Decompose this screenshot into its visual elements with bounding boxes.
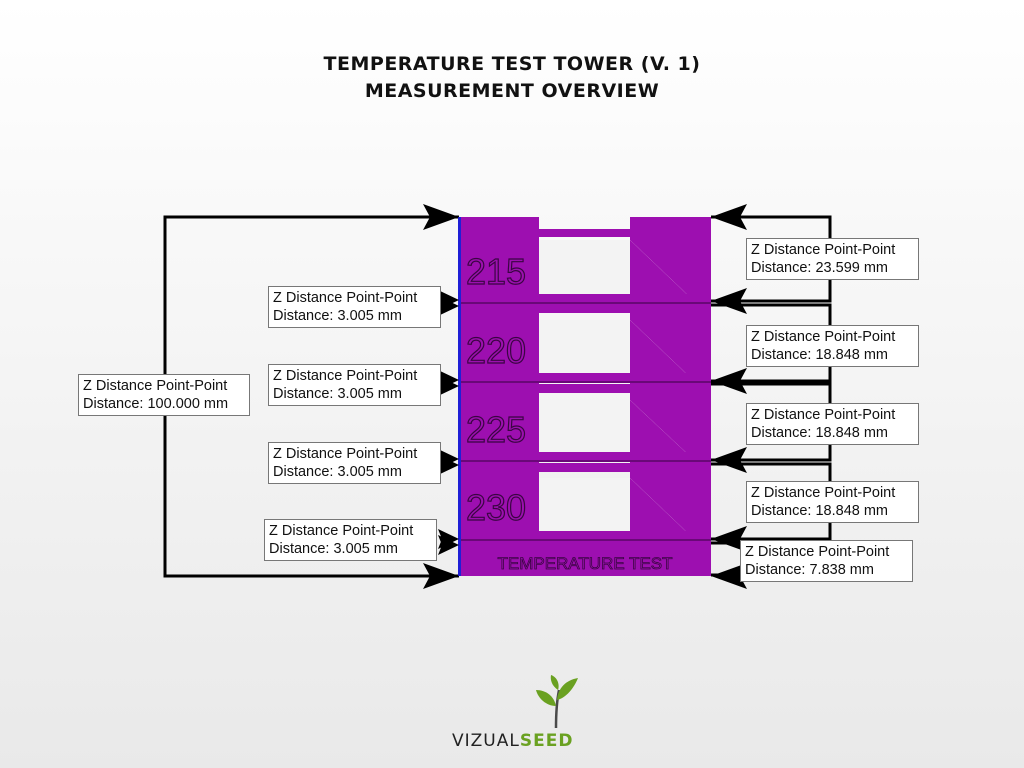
section-label-2: 220 [466, 330, 526, 371]
right-distance-label-5: Z Distance Point-Point Distance: 7.838 m… [740, 540, 913, 582]
slope-2 [630, 320, 694, 381]
tower-base [459, 545, 711, 576]
label-value: Distance: 18.848 mm [751, 347, 889, 363]
total-distance-label: Z Distance Point-Point Distance: 100.000… [78, 374, 250, 416]
left-distance-label-4: Z Distance Point-Point Distance: 3.005 m… [264, 519, 437, 561]
arrow-total-bottom [423, 563, 459, 589]
arrow-right-2-bottom [711, 368, 747, 394]
arrow-right-3-bottom [711, 447, 747, 473]
label-title: Z Distance Point-Point [273, 368, 418, 384]
shelf-1 [539, 304, 711, 313]
label-value: Distance: 3.005 mm [269, 541, 398, 557]
label-title: Z Distance Point-Point [273, 446, 418, 462]
right-distance-label-2: Z Distance Point-Point Distance: 18.848 … [746, 325, 919, 367]
section-label-4: 230 [466, 487, 526, 528]
bridge-top [539, 229, 634, 237]
arrow-right-5-bottom [711, 563, 747, 589]
arrow-left-1b [438, 296, 459, 316]
label-value: Distance: 18.848 mm [751, 425, 889, 441]
brand-logo: VIZUALSEED [452, 731, 573, 751]
slope-4 [630, 478, 694, 539]
label-value: Distance: 3.005 mm [273, 308, 402, 324]
label-title: Z Distance Point-Point [751, 485, 896, 501]
right-distance-label-4: Z Distance Point-Point Distance: 18.848 … [746, 481, 919, 523]
section-label-1: 215 [466, 251, 526, 292]
right-distance-label-1: Z Distance Point-Point Distance: 23.599 … [746, 238, 919, 280]
label-value: Distance: 3.005 mm [273, 386, 402, 402]
ledge-1 [539, 294, 711, 304]
slope-3 [630, 400, 694, 460]
label-value: Distance: 23.599 mm [751, 260, 889, 276]
arrow-left-4b [438, 535, 459, 555]
ledge-3 [539, 452, 711, 462]
label-title: Z Distance Point-Point [751, 407, 896, 423]
brand-word-2: SEED [519, 731, 574, 751]
label-value: Distance: 3.005 mm [273, 464, 402, 480]
overhang-top [630, 217, 711, 301]
brand-word-1: VIZUAL [452, 731, 520, 751]
slope-1 [630, 240, 694, 301]
right-distance-label-3: Z Distance Point-Point Distance: 18.848 … [746, 403, 919, 445]
arrow-right-1-top [711, 204, 747, 230]
label-title: Z Distance Point-Point [745, 544, 890, 560]
label-title: Z Distance Point-Point [273, 290, 418, 306]
left-distance-label-2: Z Distance Point-Point Distance: 3.005 m… [268, 364, 441, 406]
base-label: TEMPERATURE TEST [497, 554, 672, 573]
shelf-3 [539, 463, 711, 472]
section-label-3: 225 [466, 409, 526, 450]
page-subtitle: Measurement Overview [364, 80, 660, 102]
label-title: Z Distance Point-Point [269, 523, 414, 539]
arrow-right-4-bottom [711, 526, 747, 552]
seedling-icon [536, 675, 578, 729]
overhang-3 [630, 381, 711, 460]
label-title: Z Distance Point-Point [751, 329, 896, 345]
shelf-2 [539, 384, 711, 393]
arrow-left-2b [438, 376, 459, 396]
arrow-total-top [423, 204, 459, 230]
arrow-right-1-bottom [711, 288, 747, 314]
label-title: Z Distance Point-Point [83, 378, 228, 394]
tower-column [459, 217, 539, 576]
label-title: Z Distance Point-Point [751, 242, 896, 258]
arrow-left-3b [438, 455, 459, 475]
label-value: Distance: 7.838 mm [745, 562, 874, 578]
tower-model: 215 220 225 230 TEMPERATURE TEST [458, 217, 711, 576]
page-title: Temperature Test Tower (V. 1) [323, 53, 701, 75]
overhang-4 [630, 460, 711, 539]
ledge-4 [539, 531, 711, 545]
left-distance-label-1: Z Distance Point-Point Distance: 3.005 m… [268, 286, 441, 328]
left-distance-label-3: Z Distance Point-Point Distance: 3.005 m… [268, 442, 441, 484]
ledge-2 [539, 373, 711, 383]
label-value: Distance: 18.848 mm [751, 503, 889, 519]
overhang-2 [630, 301, 711, 381]
label-value: Distance: 100.000 mm [83, 396, 229, 412]
arrowheads [423, 204, 747, 589]
